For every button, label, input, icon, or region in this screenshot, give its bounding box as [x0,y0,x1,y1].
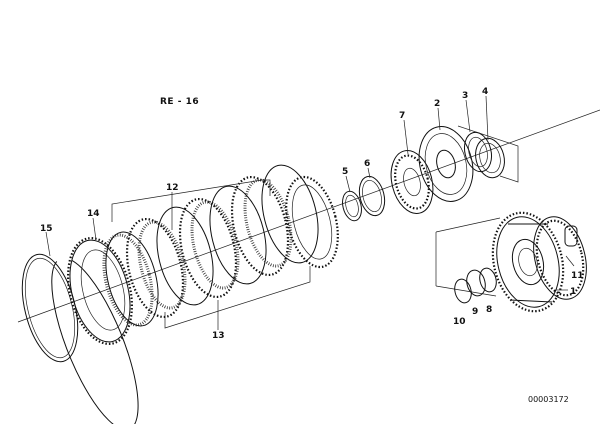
callout-6: 6 [364,159,370,169]
bracket-13 [164,266,311,329]
drawing-number: 00003172 [528,395,569,404]
leader-2 [437,107,441,131]
leader-11 [565,255,575,267]
callout-3: 3 [462,91,468,101]
callout-5: 5 [342,167,348,177]
part-5-ring [342,190,362,222]
leader-3 [465,99,471,133]
callout-14: 14 [87,209,100,219]
bracket-1-top [435,217,501,233]
leader-7 [403,119,409,155]
leader-6 [367,167,371,179]
part-2-piston [418,126,474,202]
reference-label: RE - 16 [160,97,199,107]
callout-1: 1 [570,287,576,297]
part-1-clutch-drum [491,211,587,313]
part-9-ring [466,269,486,297]
callout-7: 7 [399,111,405,121]
part-6-ring [358,175,386,217]
leader-14 [92,217,97,241]
callout-13: 13 [212,331,225,341]
center-axis-line [17,109,600,323]
part-7-spring-plate [390,150,434,214]
callout-15: 15 [40,224,53,234]
callout-10: 10 [453,317,466,327]
part-3-seal-ring [463,131,493,173]
bracket-12 [111,179,271,222]
callout-9: 9 [472,307,478,317]
part-14-pressure-plate [66,237,134,345]
leader-4 [485,95,489,141]
bracket-1-bottom [435,285,497,297]
part-8-ring [479,267,497,293]
callout-12: 12 [166,183,179,193]
callout-11: 11 [571,271,584,281]
leader-5 [345,175,351,193]
part-4-seal-ring [475,137,505,179]
callout-8: 8 [486,305,492,315]
leader-15 [45,231,51,257]
part-10-ring [454,278,472,304]
callout-2: 2 [434,99,440,109]
callout-4: 4 [482,87,488,97]
clutch-disc-pack [102,164,339,327]
